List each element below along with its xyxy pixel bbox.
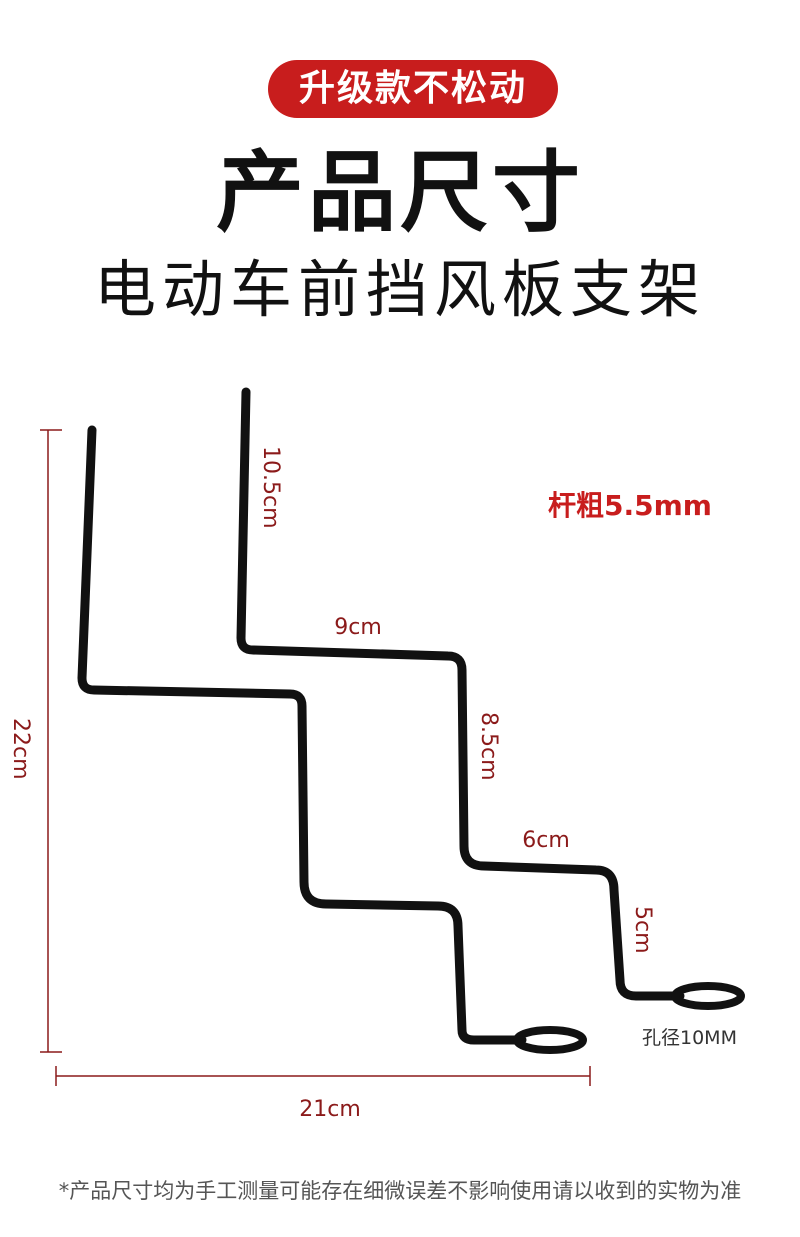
measurement-disclaimer: *产品尺寸均为手工测量可能存在细微误差不影响使用请以收到的实物为准 — [58, 1179, 742, 1203]
height-label: 22cm — [8, 718, 33, 780]
top-segment-label: 10.5cm — [258, 446, 283, 529]
width-dimension: 21cm — [55, 1066, 591, 1122]
right-bracket — [236, 387, 745, 1010]
height-dimension: 22cm — [8, 429, 62, 1053]
width-label: 21cm — [299, 1097, 361, 1122]
rod-thickness-label: 杆粗5.5mm — [548, 489, 712, 522]
right-bracket-ring — [671, 982, 745, 1010]
middle-vertical-label: 8.5cm — [476, 712, 501, 781]
second-horizontal-label: 6cm — [522, 828, 570, 853]
hole-diameter-label: 孔径10MM — [642, 1027, 737, 1049]
left-bracket — [77, 425, 587, 1054]
first-horizontal-label: 9cm — [334, 615, 382, 640]
left-bracket-ring — [513, 1026, 587, 1054]
left-bracket-rod — [77, 425, 527, 1045]
page-title: 产品尺寸 — [215, 141, 584, 244]
last-vertical-label: 5cm — [630, 906, 655, 954]
product-subtitle: 电动车前挡风板支架 — [93, 253, 706, 326]
right-bracket-rod — [236, 387, 685, 1001]
upgrade-badge: 升级款不松动 — [268, 60, 558, 118]
